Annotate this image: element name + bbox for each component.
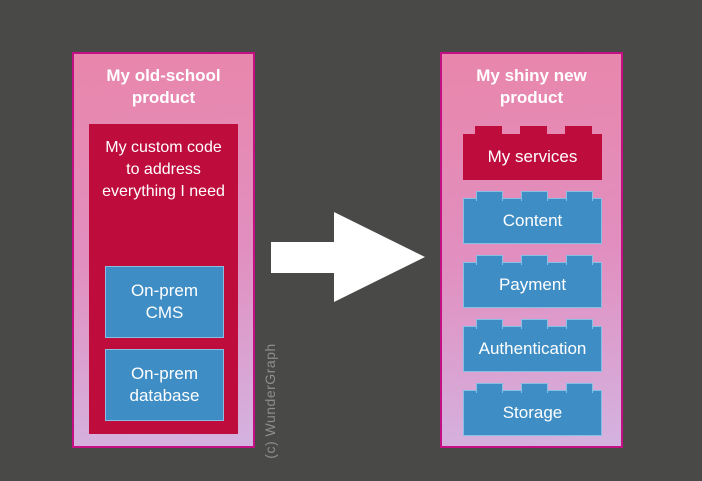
old-product-panel: My old-school product My custom code to … xyxy=(72,52,255,448)
custom-code-label: My custom code to address everything I n… xyxy=(102,139,225,200)
brick-authentication: Authentication xyxy=(463,319,602,372)
brick-stud xyxy=(520,126,547,135)
brick-payment: Payment xyxy=(463,255,602,308)
brick-content: Content xyxy=(463,191,602,244)
brick-stud xyxy=(565,126,592,135)
brick-stack: My services Content Payment Authenticati… xyxy=(463,126,602,436)
brick-stud xyxy=(475,126,502,135)
custom-code-box: My custom code to address everything I n… xyxy=(89,124,238,434)
brick-stud xyxy=(566,255,593,265)
brick-label: Content xyxy=(502,211,563,230)
brick-label: Storage xyxy=(502,403,563,422)
onprem-database-box: On-prem database xyxy=(105,349,224,421)
brick-stud xyxy=(566,191,593,201)
brick-stud xyxy=(476,191,503,201)
brick-stud xyxy=(521,191,548,201)
brick-stud xyxy=(566,383,593,393)
brick-label: My services xyxy=(487,147,578,166)
brick-stud xyxy=(476,255,503,265)
brick-stud xyxy=(521,383,548,393)
brick-stud xyxy=(476,383,503,393)
new-product-panel: My shiny new product My services Content… xyxy=(440,52,623,448)
brick-stud xyxy=(521,319,548,329)
brick-stud xyxy=(566,319,593,329)
brick-label: Payment xyxy=(498,275,567,294)
brick-storage: Storage xyxy=(463,383,602,436)
new-product-title: My shiny new product xyxy=(476,66,587,107)
brick-label: Authentication xyxy=(478,339,587,358)
onprem-cms-box: On-prem CMS xyxy=(105,266,224,338)
old-product-title: My old-school product xyxy=(106,66,221,107)
brick-stud xyxy=(521,255,548,265)
brick-my-services: My services xyxy=(463,126,602,180)
watermark: (c) WunderGraph xyxy=(262,343,278,459)
brick-stud xyxy=(476,319,503,329)
